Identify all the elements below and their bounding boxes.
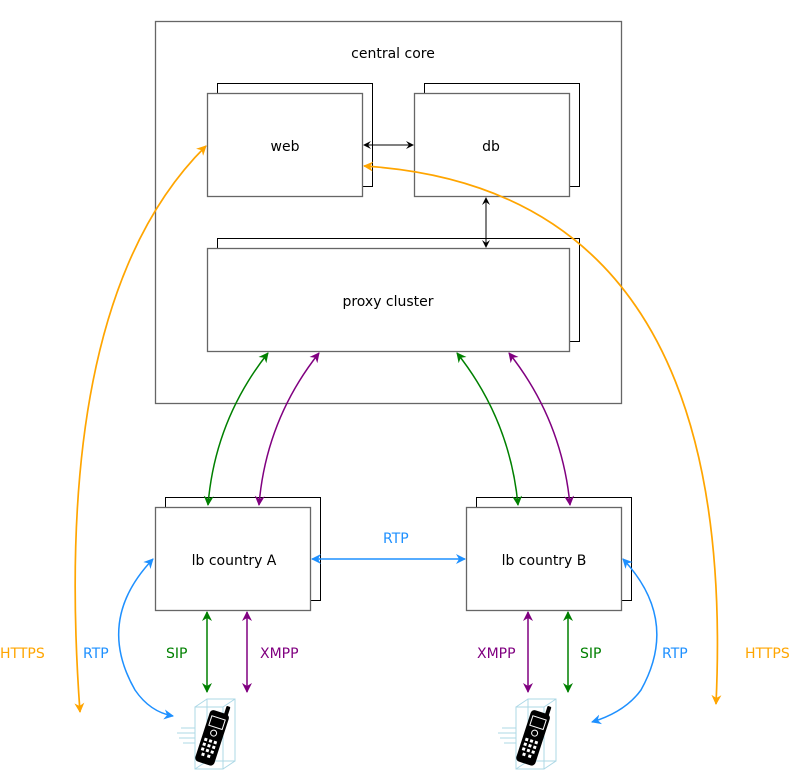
db-node-label: db xyxy=(482,139,500,155)
web-node-label: web xyxy=(271,139,300,155)
https-label-right: HTTPS xyxy=(745,646,790,662)
xmpp-label-left: XMPP xyxy=(260,646,299,662)
https-web-left-connector xyxy=(74,145,207,713)
lb-country-a-node[interactable]: lb country A xyxy=(154,497,321,612)
db-node[interactable]: db xyxy=(413,83,580,198)
web-node[interactable]: web xyxy=(206,83,373,198)
lb-country-b-node[interactable]: lb country B xyxy=(465,497,632,612)
proxy-cluster-node[interactable]: proxy cluster xyxy=(206,238,580,353)
mobile-phone-icon xyxy=(497,698,557,770)
xmpp-proxy-lb-a-connector xyxy=(254,352,320,506)
https-label-left: HTTPS xyxy=(0,646,45,662)
xmpp-label-right: XMPP xyxy=(477,646,516,662)
lb-country-b-label: lb country B xyxy=(502,553,587,569)
sip-label-right: SIP xyxy=(580,646,601,662)
sip-label-left: SIP xyxy=(166,646,187,662)
mobile-phone-icon xyxy=(176,698,236,770)
rtp-label-middle: RTP xyxy=(383,531,409,547)
proxy-cluster-label: proxy cluster xyxy=(342,294,433,310)
rtp-label-right: RTP xyxy=(662,646,688,662)
https-web-right-connector xyxy=(363,161,722,705)
rtp-label-left: RTP xyxy=(83,646,109,662)
lb-country-a-label: lb country A xyxy=(192,553,277,569)
central-core-title: central core xyxy=(351,46,435,62)
